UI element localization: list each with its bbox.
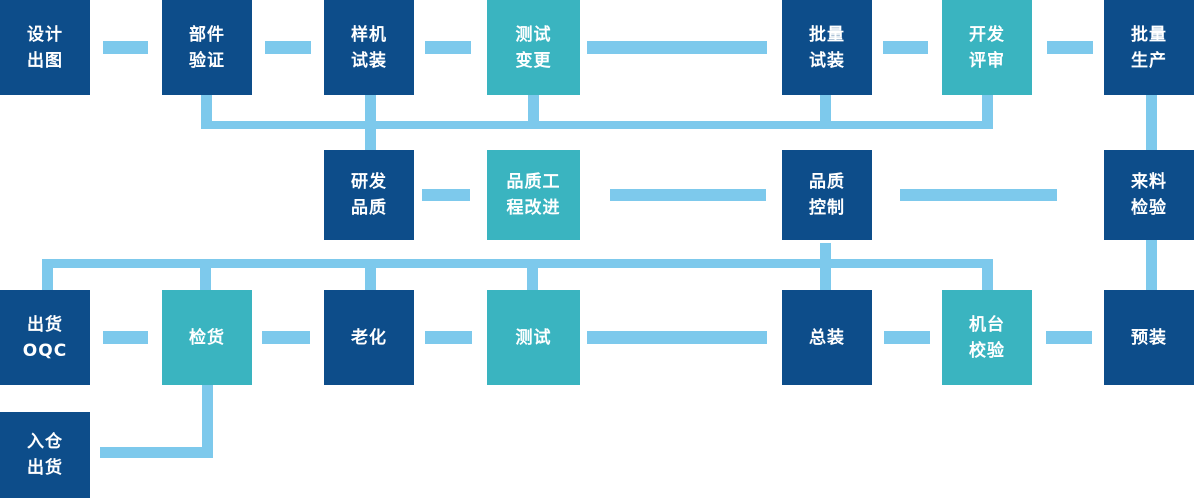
node-pre-assembly: 预装 [1104, 290, 1194, 385]
drop-test-change [528, 95, 539, 129]
connector-burnin-to-testing [425, 331, 472, 344]
node-pre-assembly-label: 预装 [1131, 327, 1167, 348]
node-shipping-oqc-label: 出货 OQC [22, 314, 68, 361]
node-quality-control: 品质 控制 [782, 150, 872, 240]
node-warehouse-shipping: 入仓 出货 [0, 412, 90, 498]
connector-review-to-massprod [1047, 41, 1093, 54]
connector-rdquality-to-qei [422, 189, 470, 201]
node-quality-engineering-improvement-label: 品质工 程改进 [506, 172, 561, 218]
node-incoming-inspection-label: 来料 检验 [1131, 172, 1167, 218]
node-testing-label: 测试 [515, 327, 552, 348]
drop-to-goods-inspection [200, 259, 211, 290]
drop-massprod-to-incoming [1146, 95, 1157, 150]
drop-to-shipping-oqc [42, 259, 53, 290]
node-burn-in-label: 老化 [351, 327, 387, 348]
node-rd-quality: 研发 品质 [324, 150, 414, 240]
connector-calibration-to-preassembly [1046, 331, 1092, 344]
bus-row3 [42, 259, 993, 268]
drop-to-machine-calibration [982, 259, 993, 290]
node-testing: 测试 [487, 290, 580, 385]
node-goods-inspection: 检货 [162, 290, 252, 385]
node-rd-quality-label: 研发 品质 [351, 172, 387, 218]
connector-batchtrial-to-review [883, 41, 928, 54]
node-final-assembly: 总装 [782, 290, 872, 385]
node-quality-engineering-improvement: 品质工 程改进 [487, 150, 580, 240]
drop-prototype-to-rdquality [365, 95, 376, 150]
node-test-change-label: 测试 变更 [515, 24, 552, 71]
node-mass-production-label: 批量 生产 [1131, 24, 1167, 71]
node-test-change: 测试 变更 [487, 0, 580, 95]
node-final-assembly-label: 总装 [809, 327, 845, 348]
bus-row1 [201, 121, 993, 129]
drop-component-verification [201, 95, 212, 129]
drop-inspection-to-warehouse [202, 385, 213, 458]
node-prototype-assembly: 样机 试装 [324, 0, 414, 95]
node-batch-trial-assembly: 批量 试装 [782, 0, 872, 95]
connector-warehouse-horizontal [100, 447, 213, 458]
connector-prototype-to-testchange [425, 41, 471, 54]
drop-to-burn-in [365, 259, 376, 290]
connector-qc-to-incoming [900, 189, 1057, 201]
node-component-verification-label: 部件 验证 [189, 24, 225, 71]
drop-batch-trial [820, 95, 831, 129]
connector-qei-to-qualitycontrol [610, 189, 766, 201]
node-component-verification: 部件 验证 [162, 0, 252, 95]
connector-inspection-to-burnin [262, 331, 310, 344]
node-incoming-inspection: 来料 检验 [1104, 150, 1194, 240]
drop-incoming-to-preassembly [1146, 240, 1157, 290]
connector-testchange-to-batchtrial [587, 41, 767, 54]
node-development-review-label: 开发 评审 [969, 24, 1005, 71]
connector-oqc-to-inspection [103, 331, 148, 344]
drop-to-testing [527, 259, 538, 290]
node-design-drawing: 设计 出图 [0, 0, 90, 95]
connector-assembly-to-calibration [884, 331, 930, 344]
connector-testing-to-assembly [587, 331, 767, 344]
node-machine-calibration: 机台 校验 [942, 290, 1032, 385]
node-machine-calibration-label: 机台 校验 [969, 314, 1005, 361]
connector-design-to-component [103, 41, 148, 54]
node-warehouse-shipping-label: 入仓 出货 [27, 432, 63, 478]
connector-component-to-prototype [265, 41, 311, 54]
node-development-review: 开发 评审 [942, 0, 1032, 95]
node-prototype-assembly-label: 样机 试装 [351, 24, 387, 71]
node-design-drawing-label: 设计 出图 [27, 24, 63, 71]
node-quality-control-label: 品质 控制 [809, 172, 845, 218]
node-mass-production: 批量 生产 [1104, 0, 1194, 95]
node-burn-in: 老化 [324, 290, 414, 385]
drop-development-review [982, 95, 993, 129]
node-shipping-oqc: 出货 OQC [0, 290, 90, 385]
node-batch-trial-assembly-label: 批量 试装 [809, 24, 845, 71]
node-goods-inspection-label: 检货 [189, 327, 225, 348]
